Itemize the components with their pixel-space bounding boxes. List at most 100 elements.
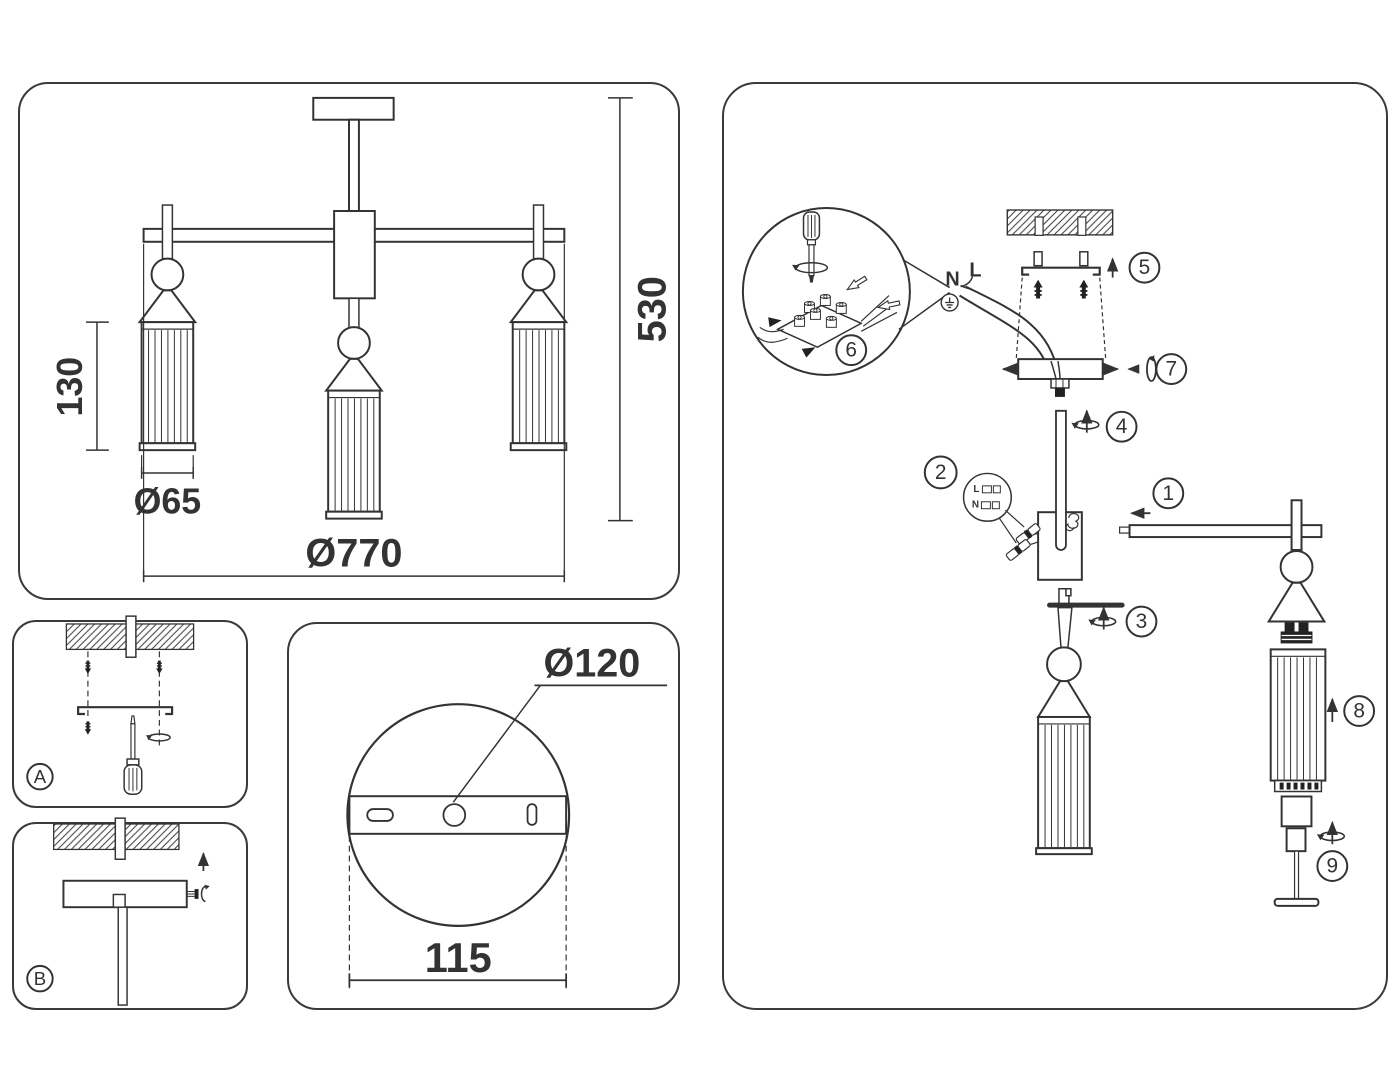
step2-connectors: L N	[962, 472, 1041, 561]
coiled-wire	[1065, 512, 1080, 532]
alignment-dashed-lines	[87, 651, 160, 750]
diameter-leader-line	[452, 684, 542, 803]
left-cone	[137, 289, 198, 324]
step-badge-1: 1	[1152, 477, 1185, 510]
step-badge-2: 2	[923, 455, 958, 490]
dim-fixture-diameter: Ø770	[142, 243, 566, 583]
left-ball-joint	[150, 257, 185, 292]
step-8-label: 8	[1353, 700, 1365, 723]
chandelier-front-view	[137, 96, 569, 520]
assembly-steps-drawing: N L	[741, 207, 1376, 907]
central-hub	[333, 210, 376, 300]
anchor-screw-icon	[156, 660, 163, 675]
step-badge-4: 4	[1105, 410, 1138, 443]
detail-a-panel: A	[12, 615, 248, 808]
mounting-bracket	[1021, 266, 1101, 276]
left-shade	[138, 321, 197, 452]
cone	[1266, 581, 1327, 623]
retaining-ring	[1273, 779, 1323, 793]
ceiling-hatch	[1006, 209, 1114, 236]
lock-nut	[1055, 387, 1065, 397]
rotate-icon	[1146, 354, 1157, 382]
overview-panel: 530 130 Ø65 Ø770	[18, 82, 680, 600]
chandelier-dimension-drawing: 530 130 Ø65 Ø770	[50, 96, 675, 583]
detail-a-drawing: A	[26, 615, 195, 795]
step-badge-9: 9	[1316, 850, 1349, 882]
wire-live-label: L	[969, 260, 981, 282]
step-3-label: 3	[1136, 610, 1148, 633]
rotate-icon	[1088, 608, 1115, 630]
ceiling-pipe	[125, 615, 137, 658]
step3-pendant-assembly	[1035, 587, 1125, 856]
rotate-icon	[1317, 822, 1344, 844]
connector-magnifier	[962, 472, 1013, 522]
step-badge-3: 3	[1125, 605, 1158, 638]
anchor-screw-icon	[84, 660, 92, 675]
step8-shade	[1269, 648, 1339, 793]
supply-wires	[757, 326, 788, 343]
center-ball-joint	[337, 326, 371, 360]
connector-live-label: L	[973, 484, 979, 495]
step1-arm-assembly	[1119, 499, 1327, 644]
step-1-label: 1	[1163, 482, 1175, 505]
dim-bracket-length-label: 115	[425, 934, 492, 981]
rotate-icon	[1071, 411, 1098, 433]
slot-hole-right	[526, 803, 538, 826]
ceiling-canopy	[312, 96, 395, 121]
dim-plate-diameter-label: Ø120	[543, 642, 640, 686]
ball-joint	[1279, 549, 1314, 584]
step-5-label: 5	[1139, 256, 1151, 279]
ground-icon	[940, 293, 959, 312]
cone	[1036, 680, 1092, 718]
mount-plate-drawing: Ø120 115	[346, 642, 668, 989]
step-7-label: 7	[1165, 358, 1177, 381]
rotate-icon	[200, 884, 210, 903]
dim-bracket-length: 115	[348, 835, 568, 989]
rod	[1055, 409, 1067, 551]
ribbed-shade	[1035, 715, 1093, 856]
right-shade	[509, 321, 568, 452]
detail-a-badge: A	[26, 762, 54, 791]
terminal-block-magnifier	[741, 207, 951, 377]
dim-shade-height: 130	[50, 321, 109, 451]
center-shade	[325, 389, 383, 520]
mounting-bracket	[77, 706, 174, 716]
step-badge-7: 7	[1155, 353, 1188, 385]
rotate-icon	[146, 733, 171, 742]
down-stem	[348, 118, 360, 213]
terminal-block	[776, 294, 863, 349]
right-cone	[508, 289, 569, 324]
detail-b-label: B	[34, 968, 46, 989]
step7-canopy	[1001, 354, 1157, 397]
screw-icon	[1033, 279, 1043, 299]
dim-shade-diameter-label: Ø65	[134, 482, 202, 522]
right-drop-rod	[532, 204, 545, 260]
step-badge-5: 5	[1128, 251, 1161, 284]
flange-disc	[1047, 602, 1125, 608]
dim-fixture-diameter-label: Ø770	[305, 531, 402, 575]
detail-b-panel: B	[12, 817, 248, 1010]
screw-icon	[84, 721, 92, 735]
center-drop-rod	[348, 297, 360, 329]
vertical-rod	[1290, 499, 1303, 551]
screwdriver-icon	[802, 211, 821, 283]
center-hole	[442, 803, 467, 827]
stem-connector	[112, 893, 126, 908]
step9-bulb	[1273, 795, 1345, 907]
dim-total-height: 530	[607, 97, 675, 522]
step-badge-8: 8	[1343, 695, 1376, 727]
detail-a-label: A	[34, 766, 47, 787]
dim-total-height-label: 530	[631, 276, 675, 342]
ceiling-pipe	[114, 817, 126, 860]
step-4-label: 4	[1116, 415, 1128, 438]
side-screw-icon	[186, 889, 199, 899]
dim-shade-diameter: Ø65	[134, 455, 202, 522]
magnifier-pointer	[898, 259, 951, 330]
center-cone	[324, 357, 384, 392]
rotate-icon	[792, 261, 829, 274]
slot-hole-left	[366, 808, 394, 822]
horizontal-arm	[1128, 524, 1323, 539]
screw-icon	[1079, 279, 1089, 299]
lamp-socket	[1280, 622, 1313, 644]
